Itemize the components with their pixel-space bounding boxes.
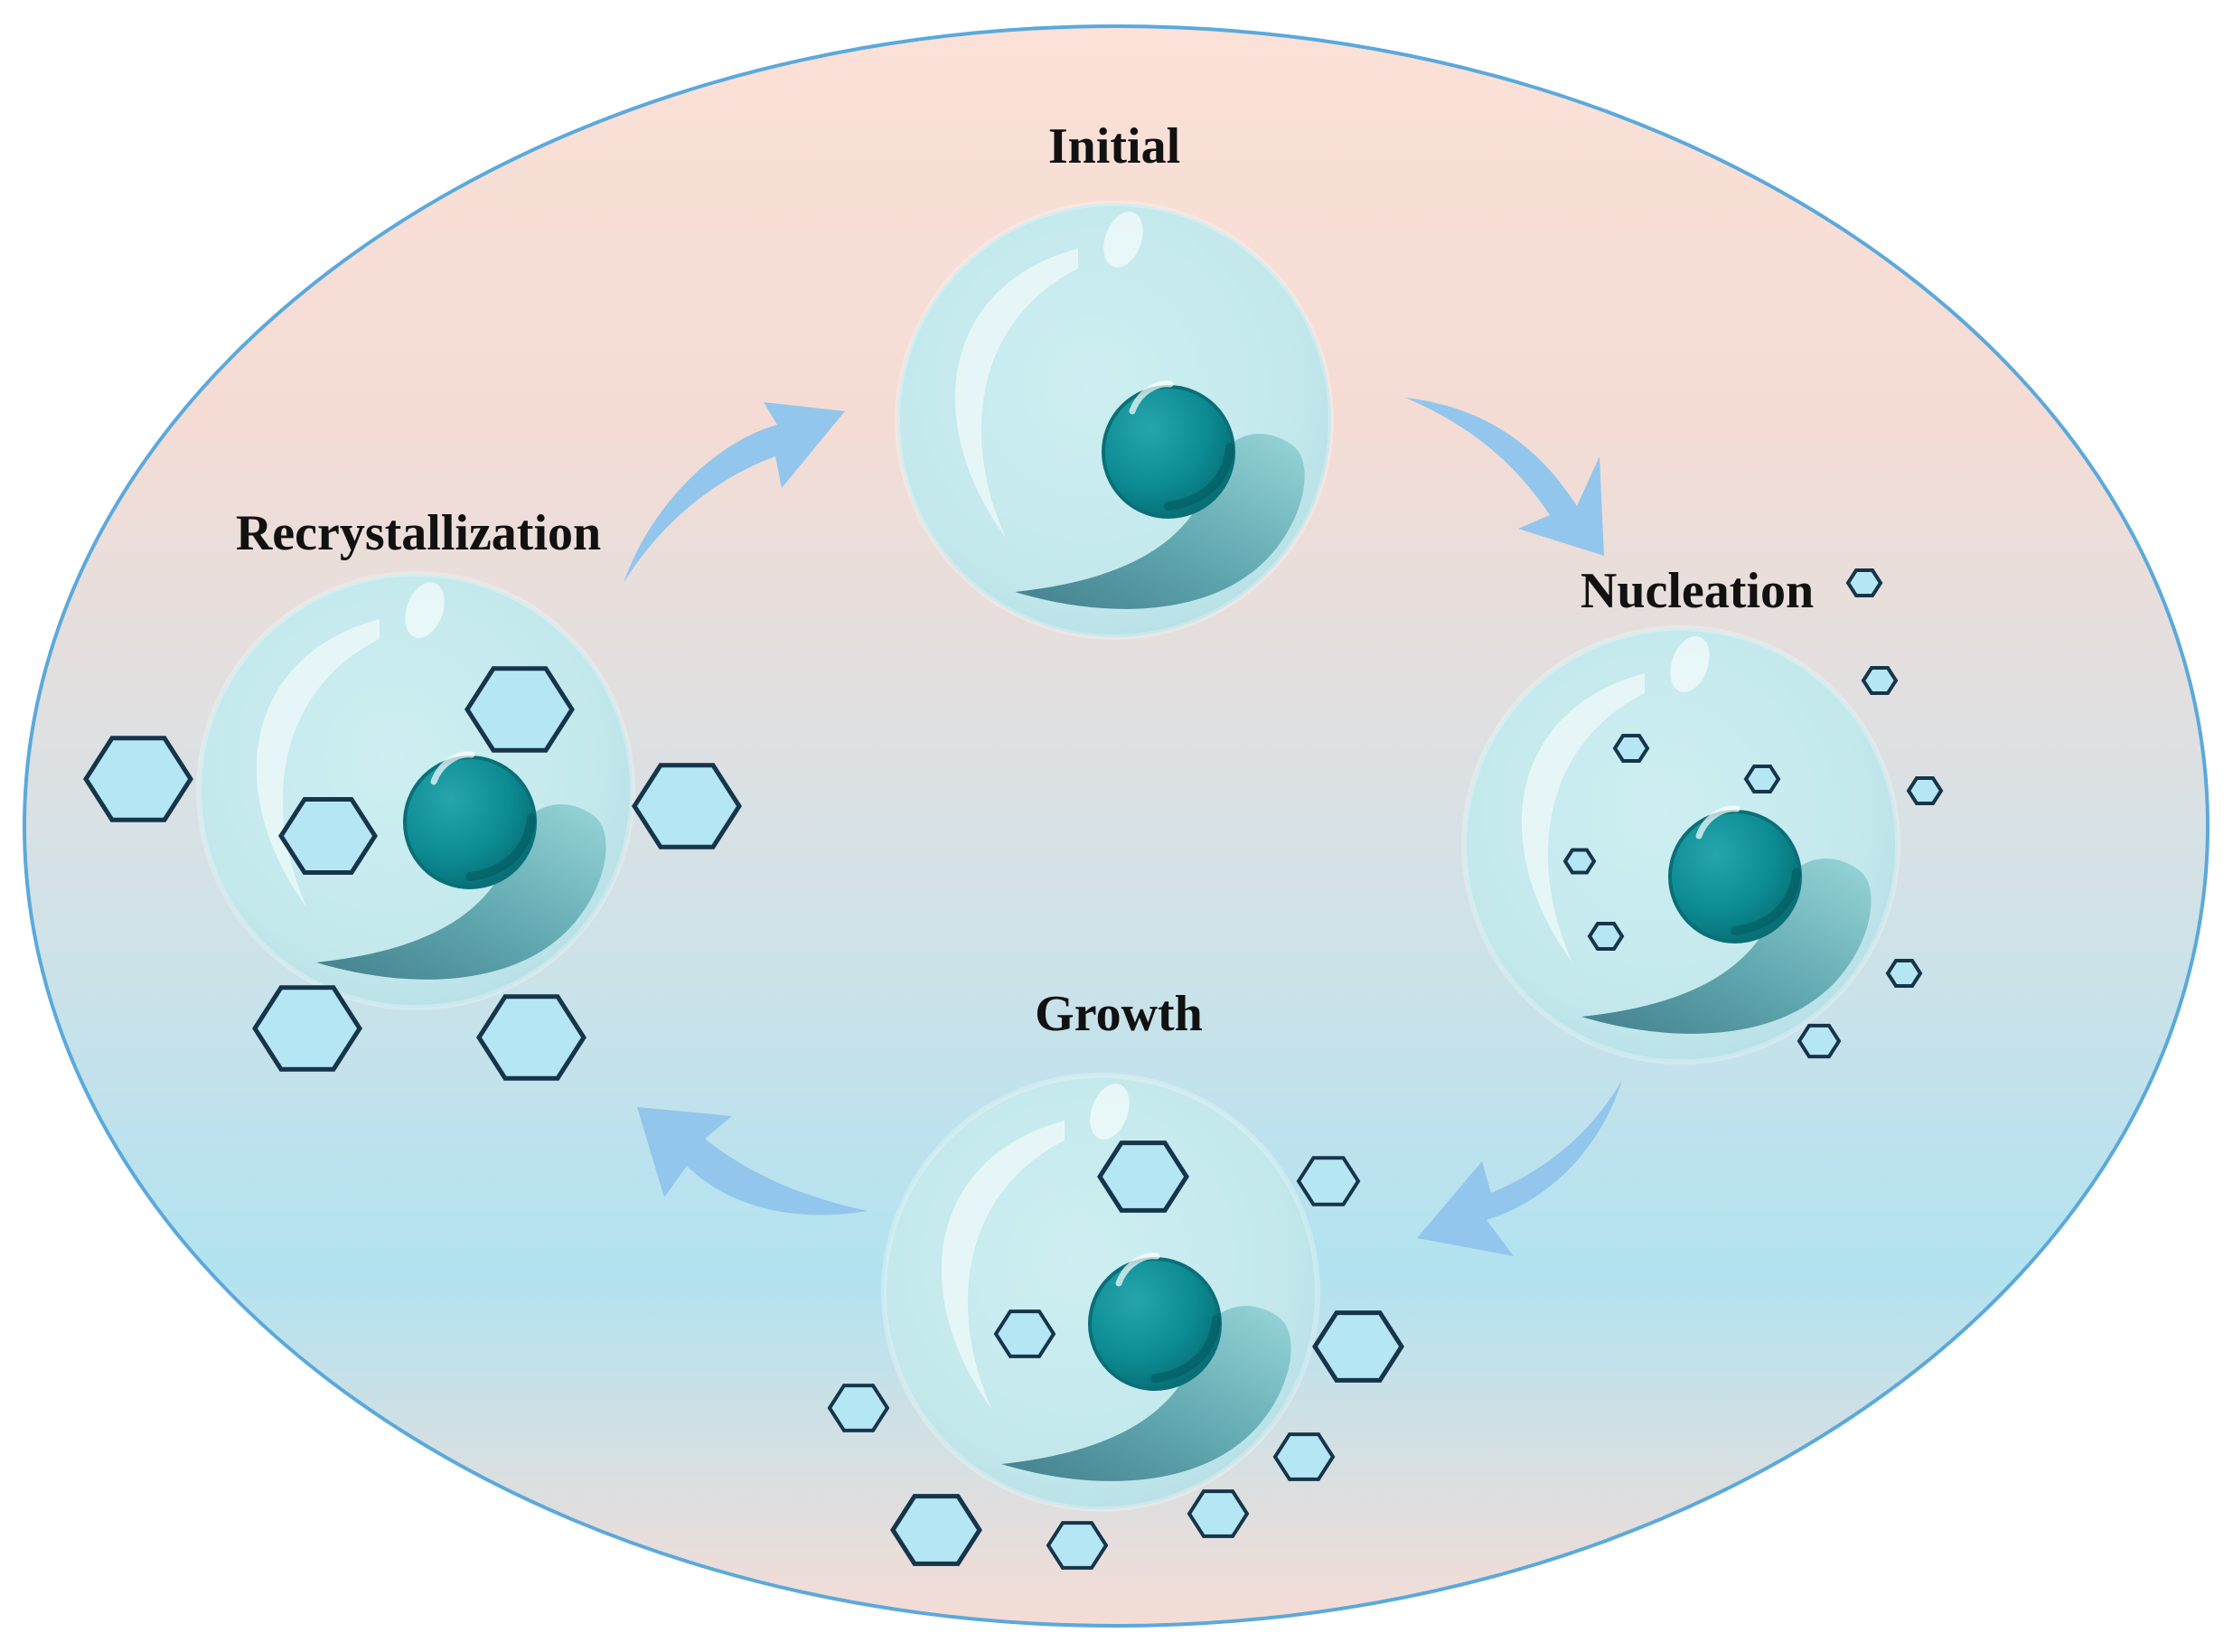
hexagon-crystal-icon: [1906, 776, 1944, 805]
cell-bubble-icon: [884, 1075, 1318, 1509]
arrow-nucleation-to-growth: [1417, 1080, 1622, 1256]
hexagon-crystal-icon: [252, 985, 362, 1072]
hexagon-crystal-icon: [1046, 1521, 1109, 1570]
hexagon-crystal-icon: [1097, 1140, 1189, 1213]
hexagon-crystal-icon: [464, 666, 575, 753]
stage-label-recrystallization: Recrystallization: [236, 505, 601, 561]
background-ellipse: [23, 24, 2210, 1628]
hexagon-crystal-icon: [632, 763, 742, 849]
hexagon-crystal-icon: [1187, 1489, 1250, 1538]
hexagon-crystal-icon: [1587, 922, 1625, 951]
cell-bubble-icon: [199, 574, 633, 1008]
hexagon-crystal-icon: [1272, 1432, 1336, 1481]
stage-initial: Initial: [897, 118, 1331, 637]
arrow-initial-to-nucleation: [1405, 398, 1604, 556]
hexagon-crystal-icon: [278, 797, 378, 875]
recrystallization-crystals: [83, 666, 742, 1081]
hexagon-crystal-icon: [83, 736, 193, 822]
hexagon-crystal-icon: [827, 1384, 890, 1432]
hexagon-crystal-icon: [476, 994, 586, 1081]
hexagon-crystal-icon: [1885, 959, 1923, 988]
nucleation-crystals: [1562, 568, 1944, 1059]
hexagon-crystal-icon: [1312, 1310, 1404, 1383]
hexagon-crystal-icon: [1845, 568, 1883, 597]
arrow-recrystallization-to-initial: [624, 402, 845, 583]
stage-label-growth: Growth: [1035, 986, 1203, 1042]
hexagon-crystal-icon: [890, 1494, 982, 1566]
hexagon-crystal-icon: [1562, 848, 1597, 875]
stage-growth: Growth: [827, 986, 1404, 1570]
stage-nucleation: Nucleation: [1464, 563, 1944, 1062]
arrow-growth-to-recrystallization: [637, 1107, 868, 1216]
hexagon-crystal-icon: [993, 1309, 1056, 1358]
growth-crystals: [827, 1140, 1404, 1570]
hexagon-crystal-icon: [1612, 734, 1650, 763]
stage-label-initial: Initial: [1048, 118, 1180, 174]
hexagon-crystal-icon: [1743, 765, 1781, 793]
hexagon-crystal-icon: [1296, 1156, 1361, 1206]
stage-recrystallization: Recrystallization: [83, 505, 742, 1081]
stage-label-nucleation: Nucleation: [1581, 563, 1814, 619]
cell-bubble-icon: [1464, 628, 1898, 1062]
hexagon-crystal-icon: [1861, 666, 1899, 695]
cell-bubble-icon: [897, 203, 1331, 637]
hexagon-crystal-icon: [1797, 1023, 1842, 1059]
